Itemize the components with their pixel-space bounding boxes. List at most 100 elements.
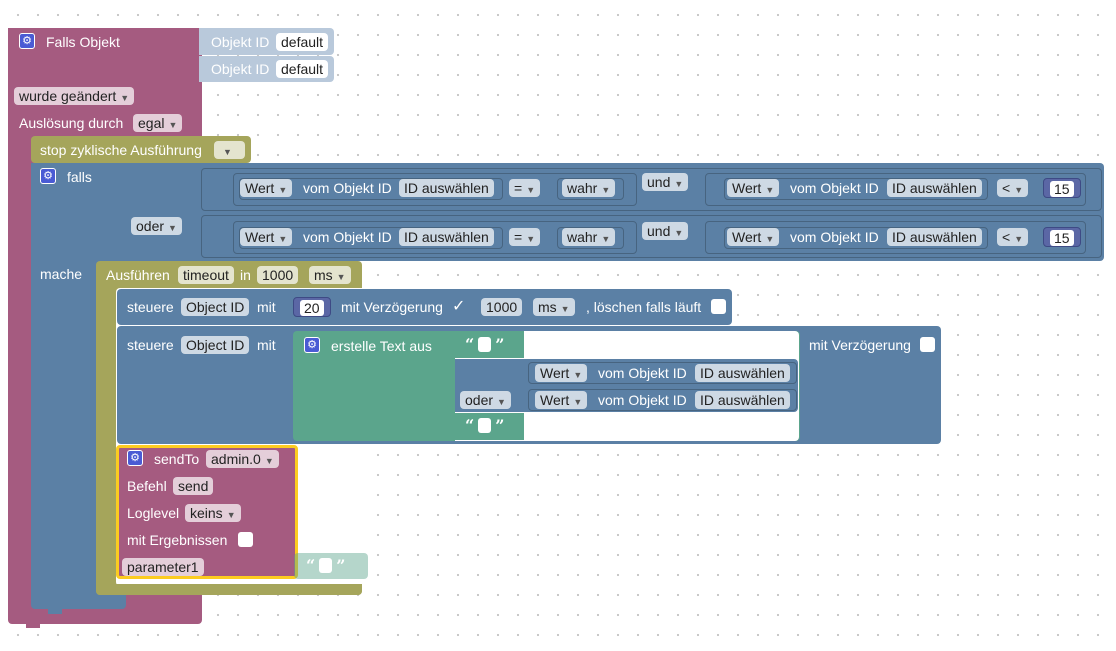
text-join-id-field-2[interactable]: ID auswählen [695,391,790,409]
control1-value-number[interactable]: 20 [293,297,331,317]
sendto-loglevel-label: Loglevel [127,505,180,521]
chevron-down-icon: ▼ [226,510,236,520]
text-join-or-slot-a[interactable] [528,362,797,384]
chevron-down-icon: ▼ [674,228,684,238]
row2-left-op-dropdown[interactable]: =▼ [509,228,541,246]
control1-delay-checkbox[interactable]: ✓ [452,298,466,315]
chevron-down-icon: ▼ [336,272,346,282]
text-join-joiner-dropdown[interactable]: oder▼ [460,391,511,409]
if-gear-icon[interactable]: ⚙ [40,168,56,184]
chevron-down-icon: ▼ [674,179,684,189]
stop-cycle-dropdown[interactable]: ▼ [214,141,245,159]
sendto-param-field[interactable]: parameter1 [122,558,204,576]
control2-with-label: mit [257,337,276,353]
condition-row-1-left-inner[interactable] [239,178,503,200]
condition-row-1[interactable] [201,168,1102,211]
control1-clear-label: , löschen falls läuft [586,299,702,315]
change-type-dropdown[interactable]: wurde geändert▼ [14,87,135,105]
control2-oid-field[interactable]: Object ID [181,336,250,354]
trigger-source-label: Auslösung durch [19,115,124,131]
row1-left-of-label: vom Objekt ID [303,180,392,196]
text-join-or-slot-b[interactable] [528,389,797,411]
row1-left-id-field[interactable]: ID auswählen [399,179,494,197]
chevron-down-icon: ▼ [120,93,130,103]
row1-logic-dropdown[interactable]: und▼ [642,173,689,191]
chevron-down-icon: ▼ [168,120,178,130]
sendto-command-field[interactable]: send [173,477,214,495]
text-join-prop-dropdown-1[interactable]: Wert▼ [535,364,588,382]
row1-left-bool-dropdown[interactable]: wahr▼ [562,179,616,197]
sendto-label: sendTo [154,451,200,467]
row1-right-number[interactable]: 15 [1043,178,1081,198]
trigger-source-dropdown[interactable]: egal▼ [133,114,183,132]
text-join-quote-2[interactable]: “” [465,416,505,435]
trigger-oid-label-2: Objekt ID [211,61,270,77]
row1-right-prop-dropdown[interactable]: Wert▼ [727,179,780,197]
sendto-command-label: Befehl [127,478,167,494]
chevron-down-icon: ▼ [223,147,232,157]
stop-cycle-label: stop zyklische Ausführung [40,142,202,158]
row1-right-op-dropdown[interactable]: <▼ [997,179,1029,197]
trigger-gear-icon[interactable]: ⚙ [19,33,35,49]
condition-row-2-left[interactable] [233,221,637,254]
if-label: falls [67,169,92,185]
if-bottom-notch [48,606,62,614]
control1-delay-label: mit Verzögerung [341,299,443,315]
row2-left-prop-dropdown[interactable]: Wert▼ [240,228,293,246]
chevron-down-icon: ▼ [601,185,611,195]
trigger-oid-field-2[interactable]: default [276,60,329,78]
timeout-delay-field[interactable]: 1000 [257,266,299,284]
row1-right-of-label: vom Objekt ID [790,180,879,196]
control1-delay-field[interactable]: 1000 [481,298,523,316]
row1-right-id-field[interactable]: ID auswählen [887,179,982,197]
condition-row-2-right-inner[interactable] [724,227,988,249]
text-join-id-field-1[interactable]: ID auswählen [695,364,790,382]
control1-clear-checkbox[interactable] [711,299,726,314]
chevron-down-icon: ▼ [168,223,177,233]
text-join-gear-icon[interactable]: ⚙ [304,337,320,353]
row2-left-bool-slot[interactable] [557,227,624,249]
detached-text-quote[interactable]: “” [306,556,346,575]
do-label: mache [40,266,83,282]
condition-row-1-right-inner[interactable] [724,178,988,200]
text-join-prop-dropdown-2[interactable]: Wert▼ [535,391,588,409]
sendto-instance-dropdown[interactable]: admin.0▼ [206,450,279,468]
sendto-results-checkbox[interactable] [238,532,253,547]
row2-logic-dropdown[interactable]: und▼ [642,222,689,240]
condition-row-1-left[interactable] [233,173,637,206]
row2-right-of-label: vom Objekt ID [790,229,879,245]
row1-left-bool-slot[interactable] [557,178,624,200]
control2-delay-checkbox[interactable] [920,337,935,352]
row2-right-prop-dropdown[interactable]: Wert▼ [727,228,780,246]
chevron-down-icon: ▼ [573,397,583,407]
row2-joiner-dropdown[interactable]: oder▼ [131,217,182,235]
row2-right-number[interactable]: 15 [1043,227,1081,247]
row2-right-id-field[interactable]: ID auswählen [887,228,982,246]
sendto-gear-icon[interactable]: ⚙ [127,450,143,466]
chevron-down-icon: ▼ [765,234,775,244]
trigger-oid-field-1[interactable]: default [276,33,329,51]
text-join-of-label-2: vom Objekt ID [598,392,687,408]
row1-left-op-dropdown[interactable]: =▼ [509,179,541,197]
condition-row-2[interactable] [201,215,1102,258]
row2-right-op-dropdown[interactable]: <▼ [997,228,1029,246]
timeout-unit-dropdown[interactable]: ms▼ [309,266,351,284]
condition-row-2-right[interactable] [705,221,1086,254]
row1-left-prop-dropdown[interactable]: Wert▼ [240,179,293,197]
row2-left-bool-dropdown[interactable]: wahr▼ [562,228,616,246]
chevron-down-icon: ▼ [601,234,611,244]
text-join-of-label-1: vom Objekt ID [598,365,687,381]
text-join-quote-1[interactable]: “” [465,335,505,354]
timeout-in-label: in [240,267,251,283]
control1-oid-field[interactable]: Object ID [181,298,250,316]
control2-delay-label: mit Verzögerung [809,337,911,353]
sendto-loglevel-dropdown[interactable]: keins▼ [185,504,241,522]
condition-row-1-right[interactable] [705,173,1086,206]
control1-unit-dropdown[interactable]: ms▼ [533,298,575,316]
chevron-down-icon: ▼ [1014,234,1024,244]
chevron-down-icon: ▼ [264,456,274,466]
condition-row-2-left-inner[interactable] [239,227,503,249]
row2-left-id-field[interactable]: ID auswählen [399,228,494,246]
timeout-name-field[interactable]: timeout [178,266,234,284]
sendto-results-label: mit Ergebnissen [127,532,228,548]
